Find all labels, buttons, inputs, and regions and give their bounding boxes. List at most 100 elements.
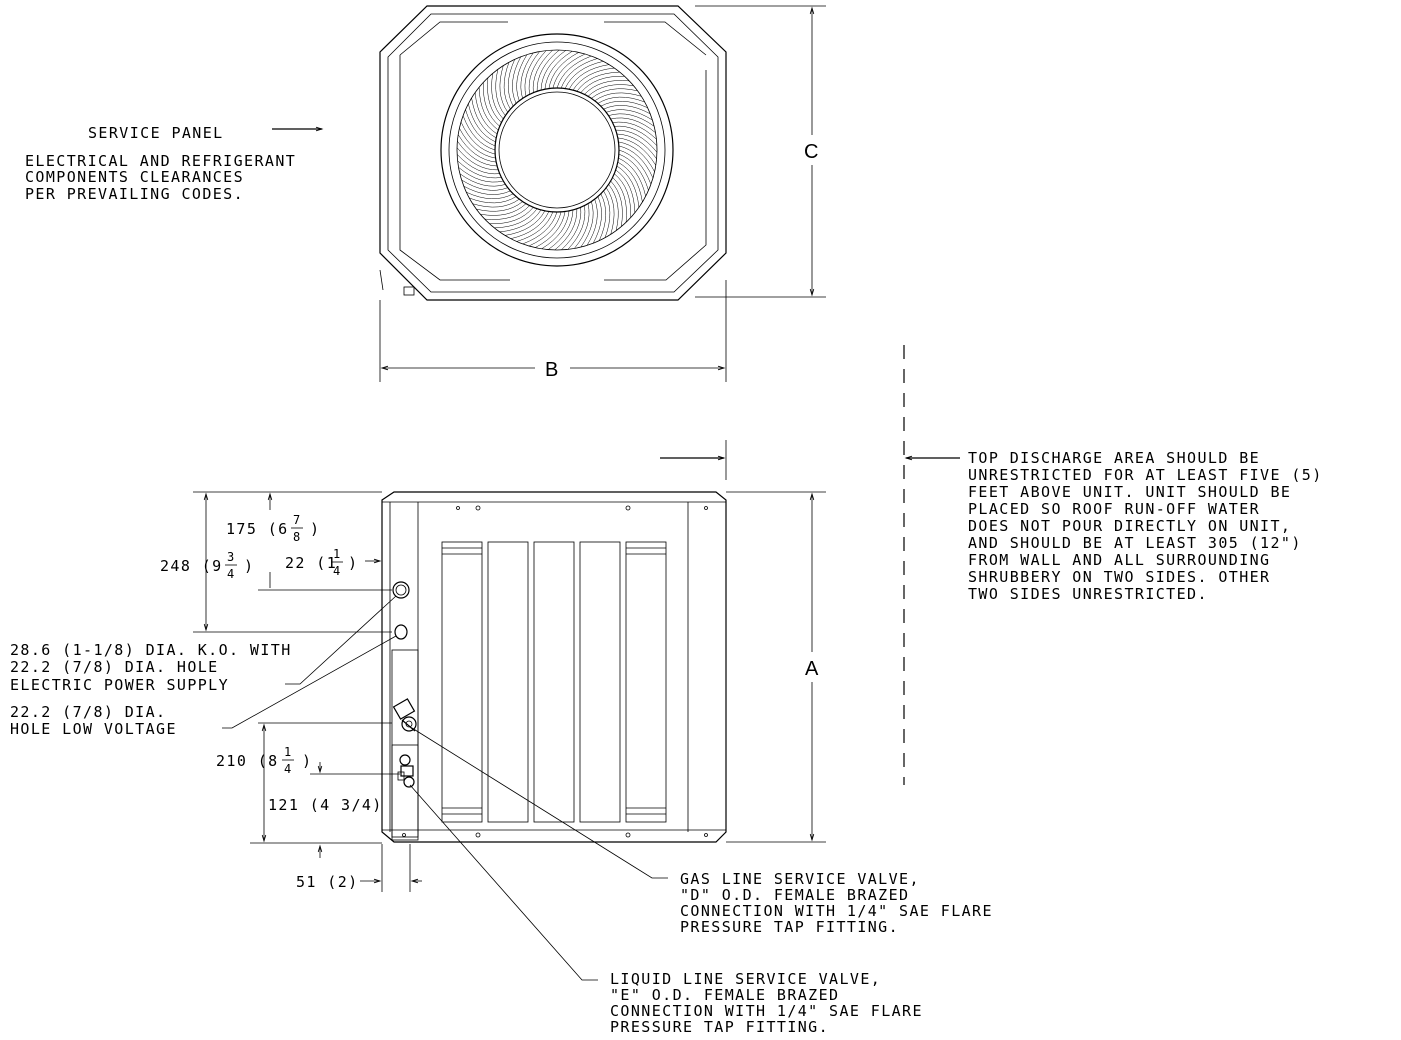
dimension-175-close: ) (310, 520, 320, 538)
fan-grille-wire (510, 211, 550, 239)
fan-grille-wire (610, 180, 623, 227)
dimension-248-denominator: 4 (227, 567, 234, 581)
dimension-22-whole: 22 (1 (285, 554, 337, 572)
fan-grille-wire (618, 141, 655, 172)
top-view: SERVICE PANEL ELECTRICAL AND REFRIGERANT… (25, 5, 826, 382)
fan-grille-wire (594, 92, 642, 102)
fan-grille-wire (516, 54, 528, 101)
fan-grille-wire (608, 184, 619, 231)
fan-grille-wire (580, 201, 594, 248)
discharge-note-line-5: DOES NOT POUR DIRECTLY ON UNIT, (968, 517, 1291, 535)
dimension-210-denominator: 4 (284, 762, 291, 776)
fan-grille-wire (552, 53, 586, 89)
fan-grille-wire (574, 203, 590, 249)
fan-grille-wire (535, 211, 566, 248)
fan-grille-wire (591, 88, 638, 99)
fan-grille-wire (483, 82, 500, 127)
left-dimension-lines (193, 491, 422, 892)
power-supply-note-line-3: ELECTRIC POWER SUPPLY (10, 676, 229, 694)
low-voltage-hole (394, 624, 408, 640)
dimension-248-numerator: 3 (227, 550, 234, 564)
liquid-valve-note-line-2: "E" O.D. FEMALE BRAZED (610, 986, 839, 1004)
fan-grille-wire (522, 211, 558, 245)
clearance-note: ELECTRICAL AND REFRIGERANT COMPONENTS CL… (25, 152, 295, 203)
low-voltage-note: 22.2 (7/8) DIA. HOLE LOW VOLTAGE (10, 635, 397, 738)
fan-grille-wire (618, 157, 646, 197)
fan-grille-wire (572, 67, 615, 91)
fan-grille-wire (484, 205, 530, 220)
power-supply-note-line-2: 22.2 (7/8) DIA. HOLE (10, 658, 219, 676)
fan-grille-wire (508, 59, 516, 107)
discharge-note-line-7: FROM WALL AND ALL SURROUNDING (968, 551, 1271, 569)
fan-grille-wire (462, 115, 496, 151)
dimension-22: 22 (1 1 4 ) (285, 547, 358, 578)
discharge-note-line-8: SHRUBBERY ON TWO SIDES. OTHER (968, 568, 1271, 586)
fan-grille-wire (617, 161, 643, 203)
dimension-210-close: ) (302, 752, 312, 770)
side-view-casing (381, 491, 727, 843)
liquid-line-valve (397, 754, 415, 788)
fan-grille-wire (461, 179, 508, 191)
fan-grille-wire (487, 77, 502, 123)
dimension-b: B (379, 280, 727, 382)
fan-grille-wire (605, 187, 615, 235)
dimension-22-numerator: 1 (333, 547, 340, 561)
fan-guard (440, 33, 674, 267)
fan-grille-wire (606, 109, 653, 121)
gas-line-valve (392, 698, 417, 732)
dimension-210: 210 (8 1 4 ) (216, 745, 312, 776)
gas-valve-note: GAS LINE SERVICE VALVE, "D" O.D. FEMALE … (411, 727, 992, 936)
fan-grille-wire (536, 49, 560, 92)
fan-grille-wire (460, 121, 496, 155)
discharge-note-line-3: FEET ABOVE UNIT. UNIT SHOULD BE (968, 483, 1291, 501)
fan-grille-wire (494, 208, 538, 229)
fan-grille-wire (614, 125, 658, 146)
liquid-valve-note-line-4: PRESSURE TAP FITTING. (610, 1018, 829, 1036)
fan-grille-wire (466, 191, 514, 199)
dimension-22-close: ) (348, 554, 358, 572)
dimension-22-denominator: 4 (333, 564, 340, 578)
fan-grille-wire (614, 173, 631, 218)
fan-grille-wire (567, 205, 586, 250)
dimension-b-label: B (545, 359, 558, 381)
dimension-175-denominator: 8 (293, 530, 300, 544)
fan-grille-wire (495, 69, 506, 116)
liquid-valve-note-line-3: CONNECTION WITH 1/4" SAE FLARE (610, 1002, 923, 1020)
fan-grille-wire (528, 211, 562, 247)
power-supply-note-line-1: 28.6 (1-1/8) DIA. K.O. WITH (10, 641, 292, 659)
gas-valve-note-line-4: PRESSURE TAP FITTING. (680, 918, 899, 936)
fan-grille-wire (512, 56, 522, 104)
fan-grille-wire (503, 62, 511, 110)
liquid-valve-note: LIQUID LINE SERVICE VALVE, "E" O.D. FEMA… (409, 784, 923, 1036)
fan-grille-wire (568, 64, 610, 90)
fan-grille-wire (459, 173, 506, 187)
dimension-175-numerator: 7 (293, 513, 300, 527)
fan-grille-wire (478, 87, 499, 131)
dimension-210-whole: 210 (8 (216, 752, 279, 770)
discharge-note-line-1: TOP DISCHARGE AREA SHOULD BE (968, 449, 1260, 467)
fan-grille-wire (560, 58, 598, 89)
fan-grille-wire (616, 133, 657, 159)
discharge-note-line-2: UNRESTRICTED FOR AT LEAST FIVE (5) (968, 466, 1323, 484)
fan-grille-wire (476, 201, 523, 212)
dimension-210-numerator: 1 (284, 745, 291, 759)
fan-grille-wire (610, 117, 656, 133)
fan-grille-wire (603, 190, 611, 238)
dimension-248: 248 (9 3 4 ) (160, 550, 253, 581)
fan-grille-wire (528, 50, 547, 95)
fan-grille-wire (618, 149, 652, 185)
fan-grille-wire (524, 51, 540, 97)
fan-grille-wire (520, 52, 534, 99)
fan-grille-wire (480, 203, 527, 216)
fan-grille-wire (587, 84, 634, 97)
liquid-valve-note-line-1: LIQUID LINE SERVICE VALVE, (610, 970, 881, 988)
discharge-note-line-6: AND SHOULD BE AT LEAST 305 (12") (968, 534, 1302, 552)
power-supply-note: 28.6 (1-1/8) DIA. K.O. WITH 22.2 (7/8) D… (10, 595, 397, 694)
fan-grille-wire (504, 210, 546, 236)
discharge-note-line-9: TWO SIDES UNRESTRICTED. (968, 585, 1208, 603)
fan-grille-wire (600, 101, 648, 109)
dimension-121: 121 (4 3/4) (268, 796, 383, 814)
fan-grille-wire (586, 199, 598, 246)
fan-grille-wire (584, 80, 630, 95)
